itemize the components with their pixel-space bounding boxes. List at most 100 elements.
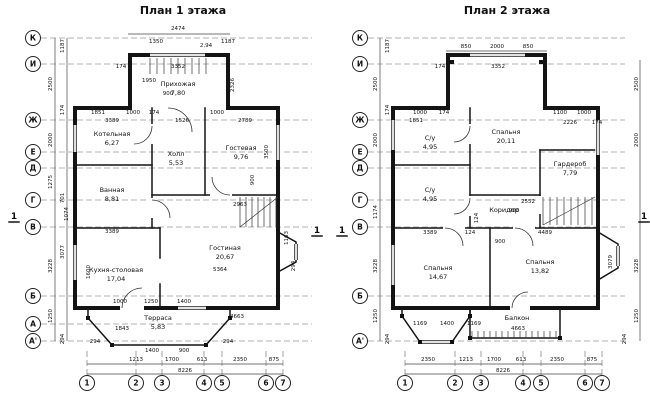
dimension: 4663 [511,326,525,332]
post [204,343,208,347]
dimension: 900 [179,348,190,354]
post [539,60,543,64]
dimension: 4489 [538,230,552,236]
dimension: 2789 [238,118,252,124]
room-label-wc-1: С/у [425,134,436,142]
axis-bubble-row [352,333,368,349]
dimension: 1100 [553,110,567,116]
section-marker: 1 [339,226,345,236]
dimension: 124 [474,212,480,223]
axis-bubble-row [25,192,41,208]
axis-bubble-col [275,375,291,391]
room-area-wc-1: 4,95 [423,143,437,151]
dimension: 1000 [210,110,224,116]
dimension: 3228 [48,259,54,273]
axis-label-row: Ж [355,116,365,125]
axis-bubble-row [25,160,41,176]
dimension: 850 [523,44,534,50]
dimension: 3389 [423,230,437,236]
dimension: 8226 [178,368,192,374]
door-arc [453,125,471,143]
dimension: 1174 [373,205,379,219]
room-label-bedroom-1: Спальня [492,128,521,136]
dimension: 1400 [440,321,454,327]
axis-bubble-col [577,375,593,391]
axis-bubble-row [25,333,41,349]
dimension: 3352 [491,64,505,70]
axis-label-row: В [357,223,363,232]
room-area-terrace: 5,83 [151,323,165,331]
room-label-bedroom-2: Спальня [424,264,453,272]
dimension: 2350 [233,357,247,363]
dimension: 2500 [634,77,640,91]
dimension: 900 [250,174,256,185]
axis-bubble-row [352,30,368,46]
dimension: 1600 [86,265,92,279]
dimension: 174 [116,64,127,70]
axis-bubble-col [473,375,489,391]
axis-label-row: А' [356,337,364,346]
dimension: 900 [495,239,506,245]
dimension: 124 [465,230,476,236]
room-label-kitchen-dining: Кухня-столовая [89,266,143,274]
dimension: 1213 [459,357,473,363]
axis-label-row: А' [29,337,37,346]
dimension: 1000 [413,110,427,116]
dimension: 1250 [48,309,54,323]
room-label-corridor: Коридор [489,206,519,214]
room-area-bedroom-1: 20,11 [497,137,516,145]
axis-label-row: Е [357,148,362,157]
dimension: 3079 [608,255,614,269]
axis-bubble-row [352,144,368,160]
axis-label-row: Ж [28,116,38,125]
dimension: 2,94 [200,43,213,49]
axis-bubble-col [258,375,274,391]
dimension: 1843 [115,326,129,332]
post [450,60,454,64]
dimension: 900 [509,208,520,214]
room-label-hallway: Прихожая [161,80,196,88]
axis-bubble-col [594,375,610,391]
dimension: 2000 [490,44,504,50]
axis-bubble-col [397,375,413,391]
axis-label-col: 7 [280,379,285,388]
section-marker: 1 [314,226,320,236]
dimension: 850 [461,44,472,50]
dimension: 2000 [373,133,379,147]
axis-bubble-row [352,112,368,128]
axis-bubble-row [25,288,41,304]
dimension: 3389 [105,118,119,124]
room-area-bathroom: 8,81 [105,195,119,203]
axis-bubble-row [352,288,368,304]
dimension: 174 [439,110,450,116]
dimension: 1275 [48,175,54,189]
dimension: 174 [435,64,446,70]
dimension: 294 [223,339,234,345]
stair-diagonal [542,196,596,226]
axis-label-col: 5 [538,379,543,388]
axis-bubble-row [352,219,368,235]
room-label-wardrobe: Гардероб [554,160,587,168]
axis-label-row: К [357,34,364,43]
room-label-boiler-room: Котельная [94,130,131,138]
dimension: 5364 [213,267,227,273]
door-arc [121,287,143,309]
dimension: 8226 [496,368,510,374]
axis-bubble-col [533,375,549,391]
dimension: 613 [516,357,527,363]
door-arc [511,291,529,309]
dimension: 1250 [144,299,158,305]
axis-bubble-row [25,144,41,160]
post [468,336,472,340]
dimension: 3352 [171,64,185,70]
axis-label-col: 4 [201,379,206,388]
dimension: 2226 [563,120,577,126]
dimension: 1250 [373,309,379,323]
axis-label-row: И [30,60,36,69]
axis-label-col: 1 [402,379,407,388]
axis-label-col: 2 [133,379,138,388]
post [418,340,422,344]
